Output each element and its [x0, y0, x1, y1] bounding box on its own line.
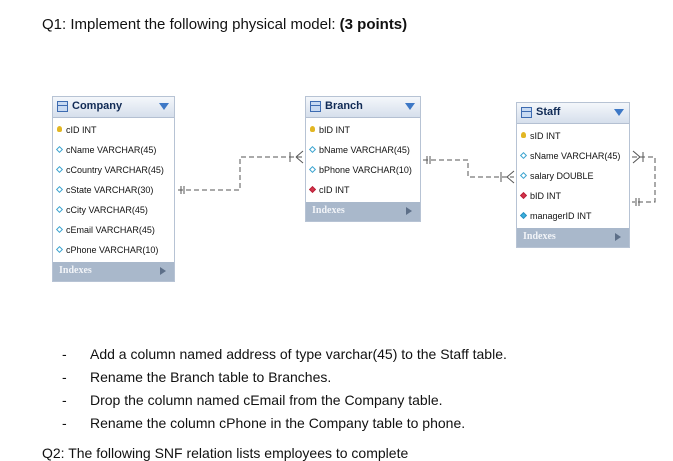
question-heading: Q1: Implement the following physical mod…: [42, 16, 407, 33]
column-label: cCity VARCHAR(45): [66, 205, 148, 215]
task-text: Rename the column cPhone in the Company …: [90, 415, 466, 431]
indexes-label: Indexes: [59, 265, 92, 276]
column-label: cPhone VARCHAR(10): [66, 245, 159, 255]
column-label: salary DOUBLE: [530, 171, 594, 181]
chevron-down-icon[interactable]: [405, 103, 415, 110]
company-indexes-bar[interactable]: Indexes: [53, 262, 174, 281]
column-row[interactable]: bID INT: [517, 186, 629, 206]
column-row[interactable]: cName VARCHAR(45): [53, 140, 174, 160]
column-row[interactable]: cPhone VARCHAR(10): [53, 240, 174, 260]
branch-table-title: Branch: [325, 100, 363, 112]
staff-table[interactable]: Staff sID INT sName VARCHAR(45) salary D…: [516, 102, 630, 248]
column-row[interactable]: bPhone VARCHAR(10): [306, 160, 420, 180]
column-label: bID INT: [530, 191, 562, 201]
table-icon: [57, 101, 68, 112]
question-text: : Implement the following physical model…: [62, 16, 340, 33]
column-row[interactable]: salary DOUBLE: [517, 166, 629, 186]
table-icon: [310, 101, 321, 112]
column-row[interactable]: bID INT: [306, 120, 420, 140]
branch-table-header[interactable]: Branch: [306, 97, 420, 118]
staff-indexes-bar[interactable]: Indexes: [517, 228, 629, 247]
indexes-label: Indexes: [312, 205, 345, 216]
task-text: Add a column named address of type varch…: [90, 346, 507, 362]
question-points: (3 points): [339, 16, 408, 33]
column-label: cEmail VARCHAR(45): [66, 225, 155, 235]
column-row[interactable]: sID INT: [517, 126, 629, 146]
column-row[interactable]: cEmail VARCHAR(45): [53, 220, 174, 240]
column-label: managerID INT: [530, 211, 592, 221]
bullet-dash: -: [62, 369, 67, 385]
column-label: cState VARCHAR(30): [66, 185, 154, 195]
question-prefix: Q1: [42, 16, 63, 33]
column-row[interactable]: cCity VARCHAR(45): [53, 200, 174, 220]
key-icon: [310, 126, 315, 132]
company-table[interactable]: Company cID INT cName VARCHAR(45) cCount…: [52, 96, 175, 282]
expand-arrow-icon[interactable]: [160, 267, 166, 275]
column-label: bID INT: [319, 125, 351, 135]
column-label: cCountry VARCHAR(45): [66, 165, 164, 175]
column-row[interactable]: cState VARCHAR(30): [53, 180, 174, 200]
key-icon: [521, 132, 526, 138]
chevron-down-icon[interactable]: [159, 103, 169, 110]
bullet-dash: -: [62, 346, 67, 362]
bullet-dash: -: [62, 392, 67, 408]
chevron-down-icon[interactable]: [614, 109, 624, 116]
column-row[interactable]: cID INT: [53, 120, 174, 140]
table-icon: [521, 107, 532, 118]
expand-arrow-icon[interactable]: [615, 233, 621, 241]
branch-staff-relationship[interactable]: [423, 156, 515, 184]
column-row[interactable]: cCountry VARCHAR(45): [53, 160, 174, 180]
staff-table-title: Staff: [536, 106, 561, 118]
column-row[interactable]: bName VARCHAR(45): [306, 140, 420, 160]
column-label: cID INT: [319, 185, 350, 195]
staff-table-header[interactable]: Staff: [517, 103, 629, 124]
indexes-label: Indexes: [523, 231, 556, 242]
key-icon: [57, 126, 62, 132]
column-row[interactable]: managerID INT: [517, 206, 629, 226]
task-text: Drop the column named cEmail from the Co…: [90, 392, 443, 408]
column-label: sID INT: [530, 131, 561, 141]
column-label: cID INT: [66, 125, 97, 135]
column-label: sName VARCHAR(45): [530, 151, 621, 161]
company-table-title: Company: [72, 100, 123, 112]
staff-self-relationship[interactable]: [632, 150, 656, 206]
branch-table[interactable]: Branch bID INT bName VARCHAR(45) bPhone …: [305, 96, 421, 222]
expand-arrow-icon[interactable]: [406, 207, 412, 215]
column-row[interactable]: cID INT: [306, 180, 420, 200]
column-label: bPhone VARCHAR(10): [319, 165, 412, 175]
column-label: cName VARCHAR(45): [66, 145, 157, 155]
next-question-cutoff: Q2: The following SNF relation lists emp…: [42, 445, 409, 461]
company-branch-relationship[interactable]: [178, 150, 304, 194]
branch-indexes-bar[interactable]: Indexes: [306, 202, 420, 221]
column-row[interactable]: sName VARCHAR(45): [517, 146, 629, 166]
bullet-dash: -: [62, 415, 67, 431]
company-table-header[interactable]: Company: [53, 97, 174, 118]
task-text: Rename the Branch table to Branches.: [90, 369, 332, 385]
column-label: bName VARCHAR(45): [319, 145, 410, 155]
